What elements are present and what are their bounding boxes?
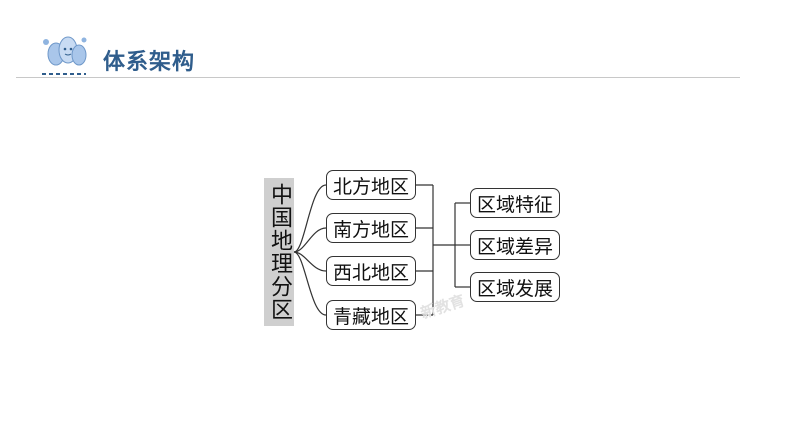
region-node-northwest: 西北地区 — [326, 256, 416, 286]
root-node: 中国地理分区 — [264, 178, 294, 326]
connector-root-region-2 — [293, 227, 327, 253]
header-divider — [16, 77, 740, 78]
region-node-south: 南方地区 — [326, 213, 416, 243]
topic-node-characteristics: 区域特征 — [470, 188, 560, 218]
region-node-north: 北方地区 — [326, 170, 416, 200]
connector-root-region-1 — [293, 184, 327, 253]
topic-node-differences: 区域差异 — [470, 230, 560, 260]
topic-node-development: 区域发展 — [470, 272, 560, 302]
region-node-qingzang: 青藏地区 — [326, 300, 416, 330]
root-node-label: 中国地理分区 — [267, 183, 292, 321]
connector-root-region-3 — [293, 251, 327, 272]
connector-root-region-4 — [293, 251, 327, 316]
section-title: 体系架构 — [103, 50, 196, 75]
mascot-logo-icon — [42, 36, 87, 75]
